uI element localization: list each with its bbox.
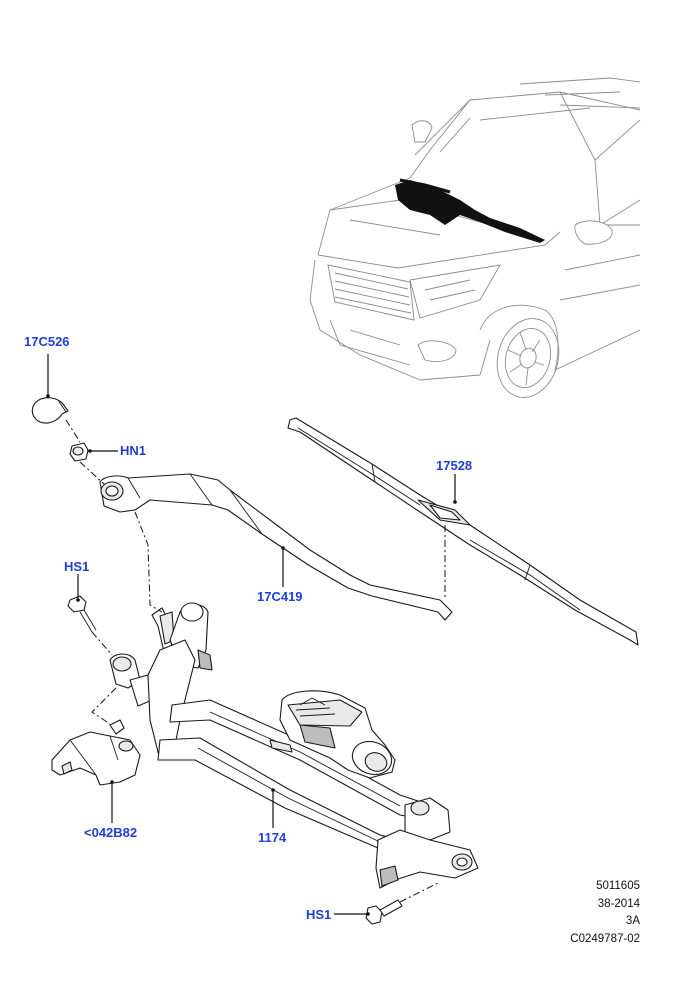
vehicle-illustration <box>309 77 641 398</box>
callout-042B82[interactable]: <042B82 <box>84 825 138 840</box>
callout-17C419[interactable]: 17C419 <box>257 589 303 604</box>
callout-17528[interactable]: 17528 <box>436 458 473 473</box>
leader-lines <box>46 354 457 916</box>
nut-part <box>69 442 89 462</box>
callout-17C526[interactable]: 17C526 <box>24 334 70 349</box>
callout-HS1-bottom[interactable]: HS1 <box>306 907 332 922</box>
reference-line-3: 3A <box>625 915 640 927</box>
wiper-arm <box>99 473 453 621</box>
alignment-lines <box>65 419 446 903</box>
mounting-bracket <box>51 719 141 786</box>
reference-line-1: 5011605 <box>596 880 640 892</box>
reference-line-2: 38-2014 <box>597 897 640 910</box>
cap-part <box>31 397 69 424</box>
callout-HS1-top[interactable]: HS1 <box>64 559 90 574</box>
callout-HN1[interactable]: HN1 <box>120 443 147 458</box>
reference-line-4: C0249787-02 <box>570 932 640 945</box>
wiper-linkage <box>109 602 479 889</box>
bolt-part-top <box>67 595 97 633</box>
wiper-blade <box>287 417 639 646</box>
document-reference: 5011605 38-2014 3A C0249787-02 <box>520 878 640 948</box>
bolt-part-bottom <box>365 899 403 925</box>
callout-1174[interactable]: 1174 <box>258 830 287 845</box>
